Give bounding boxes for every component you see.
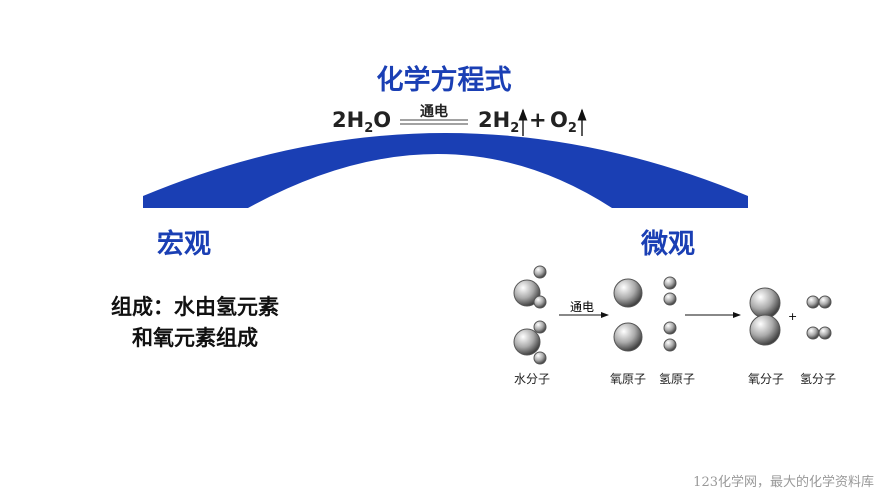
micro-heading: 微观: [641, 229, 695, 260]
equation-product-o2: O2: [550, 108, 577, 137]
hydrogen-molecule: [806, 295, 832, 340]
bridge-arch: [143, 133, 748, 208]
oxygen-atoms: [613, 278, 643, 352]
micro-plus: +: [788, 310, 798, 323]
equation-condition: 通电: [420, 104, 448, 120]
water-molecule: [513, 265, 547, 365]
micro-condition: 通电: [570, 300, 595, 314]
label-water-molecule: 水分子: [513, 372, 551, 386]
macro-heading: 宏观: [157, 229, 211, 260]
oxygen-molecule: [749, 287, 781, 346]
label-oxygen-atom: 氧原子: [609, 372, 647, 386]
label-hydrogen-molecule: 氢分子: [799, 372, 837, 386]
page-title: 化学方程式: [376, 65, 512, 96]
equation-plus: +: [529, 108, 547, 132]
label-hydrogen-atom: 氢原子: [658, 372, 696, 386]
label-oxygen-molecule: 氧分子: [747, 372, 785, 386]
macro-description: 组成：水由氢元素和氧元素组成: [111, 295, 279, 350]
footer-watermark: 123化学网，最大的化学资料库: [693, 475, 874, 490]
equation-reactant: 2H2O: [332, 108, 392, 137]
hydrogen-atoms: [663, 276, 677, 352]
equation-product-h2: 2H2: [478, 108, 520, 137]
